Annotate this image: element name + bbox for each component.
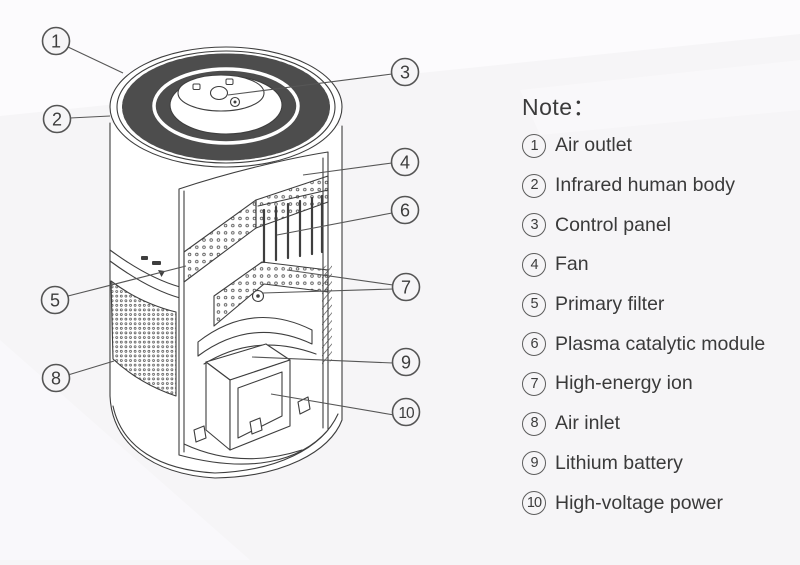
legend-item-label: Air inlet	[555, 412, 621, 435]
air-inlet-mesh	[110, 280, 177, 397]
svg-text:4: 4	[400, 153, 410, 173]
legend-number-badge: 2	[522, 173, 546, 198]
legend-item-label: Lithium battery	[555, 451, 683, 474]
leader-line-7a	[286, 269, 394, 286]
leader-line-6	[276, 212, 393, 236]
plasma-catalytic-module	[183, 175, 329, 283]
legend-number-badge: 3	[522, 213, 546, 238]
leader-line-3	[227, 73, 393, 96]
leader-line-1	[67, 46, 124, 74]
leader-lines	[67, 46, 395, 416]
leader-line-8	[67, 360, 115, 376]
svg-text:3: 3	[400, 63, 410, 83]
inner-dome	[197, 316, 317, 365]
svg-text:8: 8	[51, 369, 61, 389]
legend-item-high-voltage-power: 10 High-voltage power	[522, 483, 765, 523]
svg-text:9: 9	[401, 353, 411, 373]
legend-item-label: Plasma catalytic module	[555, 332, 766, 355]
legend-item-high-energy-ion: 7 High-energy ion	[522, 364, 765, 404]
cut-edge-hatch	[322, 262, 332, 368]
svg-text:10: 10	[398, 405, 415, 422]
leader-line-4	[302, 162, 393, 176]
legend-item-air-inlet: 8 Air inlet	[522, 404, 765, 444]
legend-number-badge: 8	[522, 411, 546, 436]
control-panel	[177, 74, 265, 112]
lithium-battery-box	[205, 343, 291, 451]
svg-text:5: 5	[50, 291, 60, 311]
legend-item-plasma-catalytic-module: 6 Plasma catalytic module	[522, 324, 765, 364]
callout-10: 10	[391, 397, 421, 427]
legend-title: Note：	[522, 94, 597, 120]
callout-6: 6	[390, 195, 420, 225]
mode-button-icon	[229, 96, 241, 108]
legend-number-badge: 9	[522, 451, 546, 476]
legend-list: 1 Air outlet 2 Infrared human body 3 Con…	[522, 126, 765, 523]
legend-number-badge: 7	[522, 371, 546, 396]
callout-1: 1	[41, 26, 71, 56]
legend-item-infrared-human-body: 2 Infrared human body	[522, 166, 765, 206]
legend-item-label: Infrared human body	[555, 174, 735, 197]
legend-item-lithium-battery: 9 Lithium battery	[522, 444, 765, 484]
legend-item-control-panel: 3 Control panel	[522, 205, 765, 245]
legend-number-badge: 5	[522, 292, 546, 317]
legend-item-label: Fan	[555, 253, 589, 276]
svg-text:2: 2	[52, 110, 62, 130]
callout-2: 2	[42, 104, 72, 134]
interior-floor	[183, 396, 311, 460]
svg-text:1: 1	[51, 32, 61, 52]
callout-4: 4	[390, 147, 420, 177]
legend-item-label: Primary filter	[555, 293, 665, 316]
legend-item-label: Air outlet	[555, 134, 632, 157]
legend-number-badge: 10	[522, 491, 546, 516]
legend-number-badge: 4	[522, 252, 546, 277]
legend-item-primary-filter: 5 Primary filter	[522, 285, 765, 325]
legend-item-air-outlet: 1 Air outlet	[522, 126, 765, 166]
callout-7: 7	[391, 272, 421, 302]
callout-8: 8	[41, 363, 71, 393]
legend-item-label: High-energy ion	[555, 372, 693, 395]
leader-line-2	[69, 115, 111, 119]
leader-line-10	[270, 393, 395, 416]
svg-text:7: 7	[401, 278, 411, 298]
callout-3: 3	[390, 57, 420, 87]
svg-text:6: 6	[400, 201, 410, 221]
power-button-icon	[209, 85, 229, 101]
legend-item-fan: 4 Fan	[522, 245, 765, 285]
legend-item-label: High-voltage power	[555, 491, 724, 514]
diagram-callouts: 1 2 3 4 5 6 7 8	[40, 26, 421, 427]
legend-panel: Note： 1 Air outlet 2 Infrared human body…	[522, 88, 794, 516]
leader-line-5	[67, 265, 187, 297]
leader-line-9	[251, 356, 394, 364]
callout-9: 9	[391, 347, 421, 377]
legend-number-badge: 6	[522, 332, 546, 357]
inner-slat-grate	[257, 189, 329, 264]
legend-item-label: Control panel	[555, 213, 671, 236]
leader-line-7b	[262, 288, 394, 294]
callout-5: 5	[40, 285, 70, 315]
legend-number-badge: 1	[522, 133, 546, 158]
